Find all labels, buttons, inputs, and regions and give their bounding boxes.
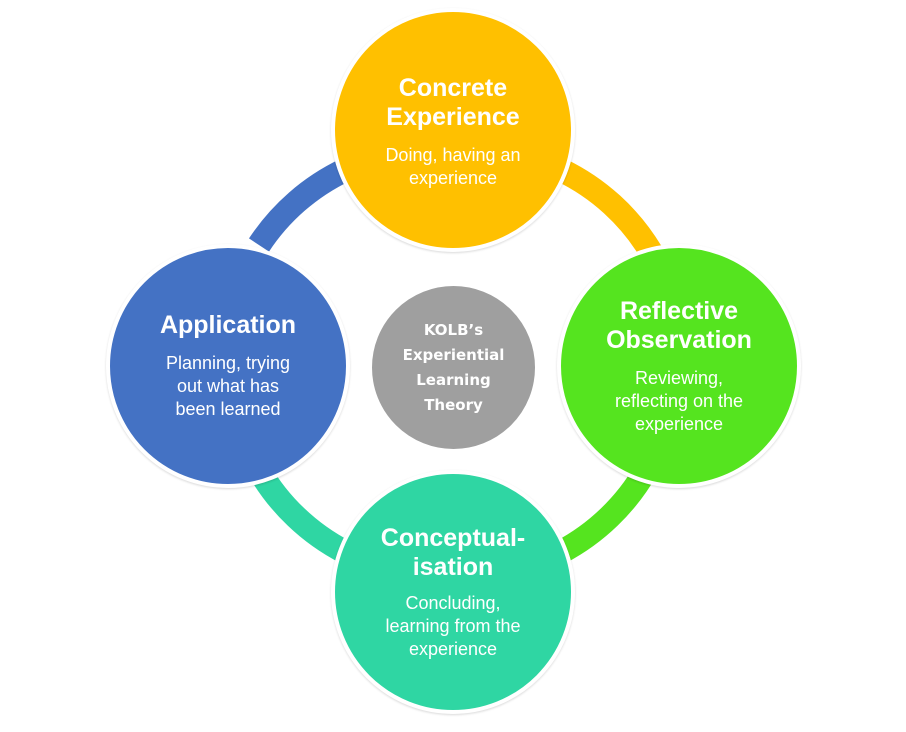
stage-description: Concluding, learning from the experience: [385, 592, 521, 659]
connector-reflective-to-conceptual: [555, 463, 657, 563]
stage-application: Application Planning, trying out what ha…: [106, 244, 350, 488]
stage-conceptualisation: Conceptual- isation Concluding, learning…: [331, 470, 575, 714]
connector-application-to-concrete: [248, 159, 351, 252]
connector-concrete-to-reflective: [555, 159, 662, 259]
stage-title: Conceptual- isation: [380, 523, 526, 581]
stage-title: Reflective Observation: [606, 296, 752, 354]
stage-concrete-experience: Concrete Experience Doing, having an exp…: [331, 8, 575, 252]
center-title: KOLB’s Experiential Learning Theory: [402, 320, 505, 414]
stage-title: Application: [159, 311, 297, 339]
stage-title: Concrete Experience: [386, 74, 520, 131]
stage-description: Planning, trying out what has been learn…: [165, 353, 291, 419]
center-title-circle: KOLB’s Experiential Learning Theory: [369, 283, 538, 452]
connector-conceptual-to-application: [248, 463, 351, 563]
stage-description: Reviewing, reflecting on the experience: [614, 367, 744, 434]
stage-reflective-observation: Reflective Observation Reviewing, reflec…: [557, 244, 801, 488]
stage-description: Doing, having an experience: [385, 145, 521, 188]
